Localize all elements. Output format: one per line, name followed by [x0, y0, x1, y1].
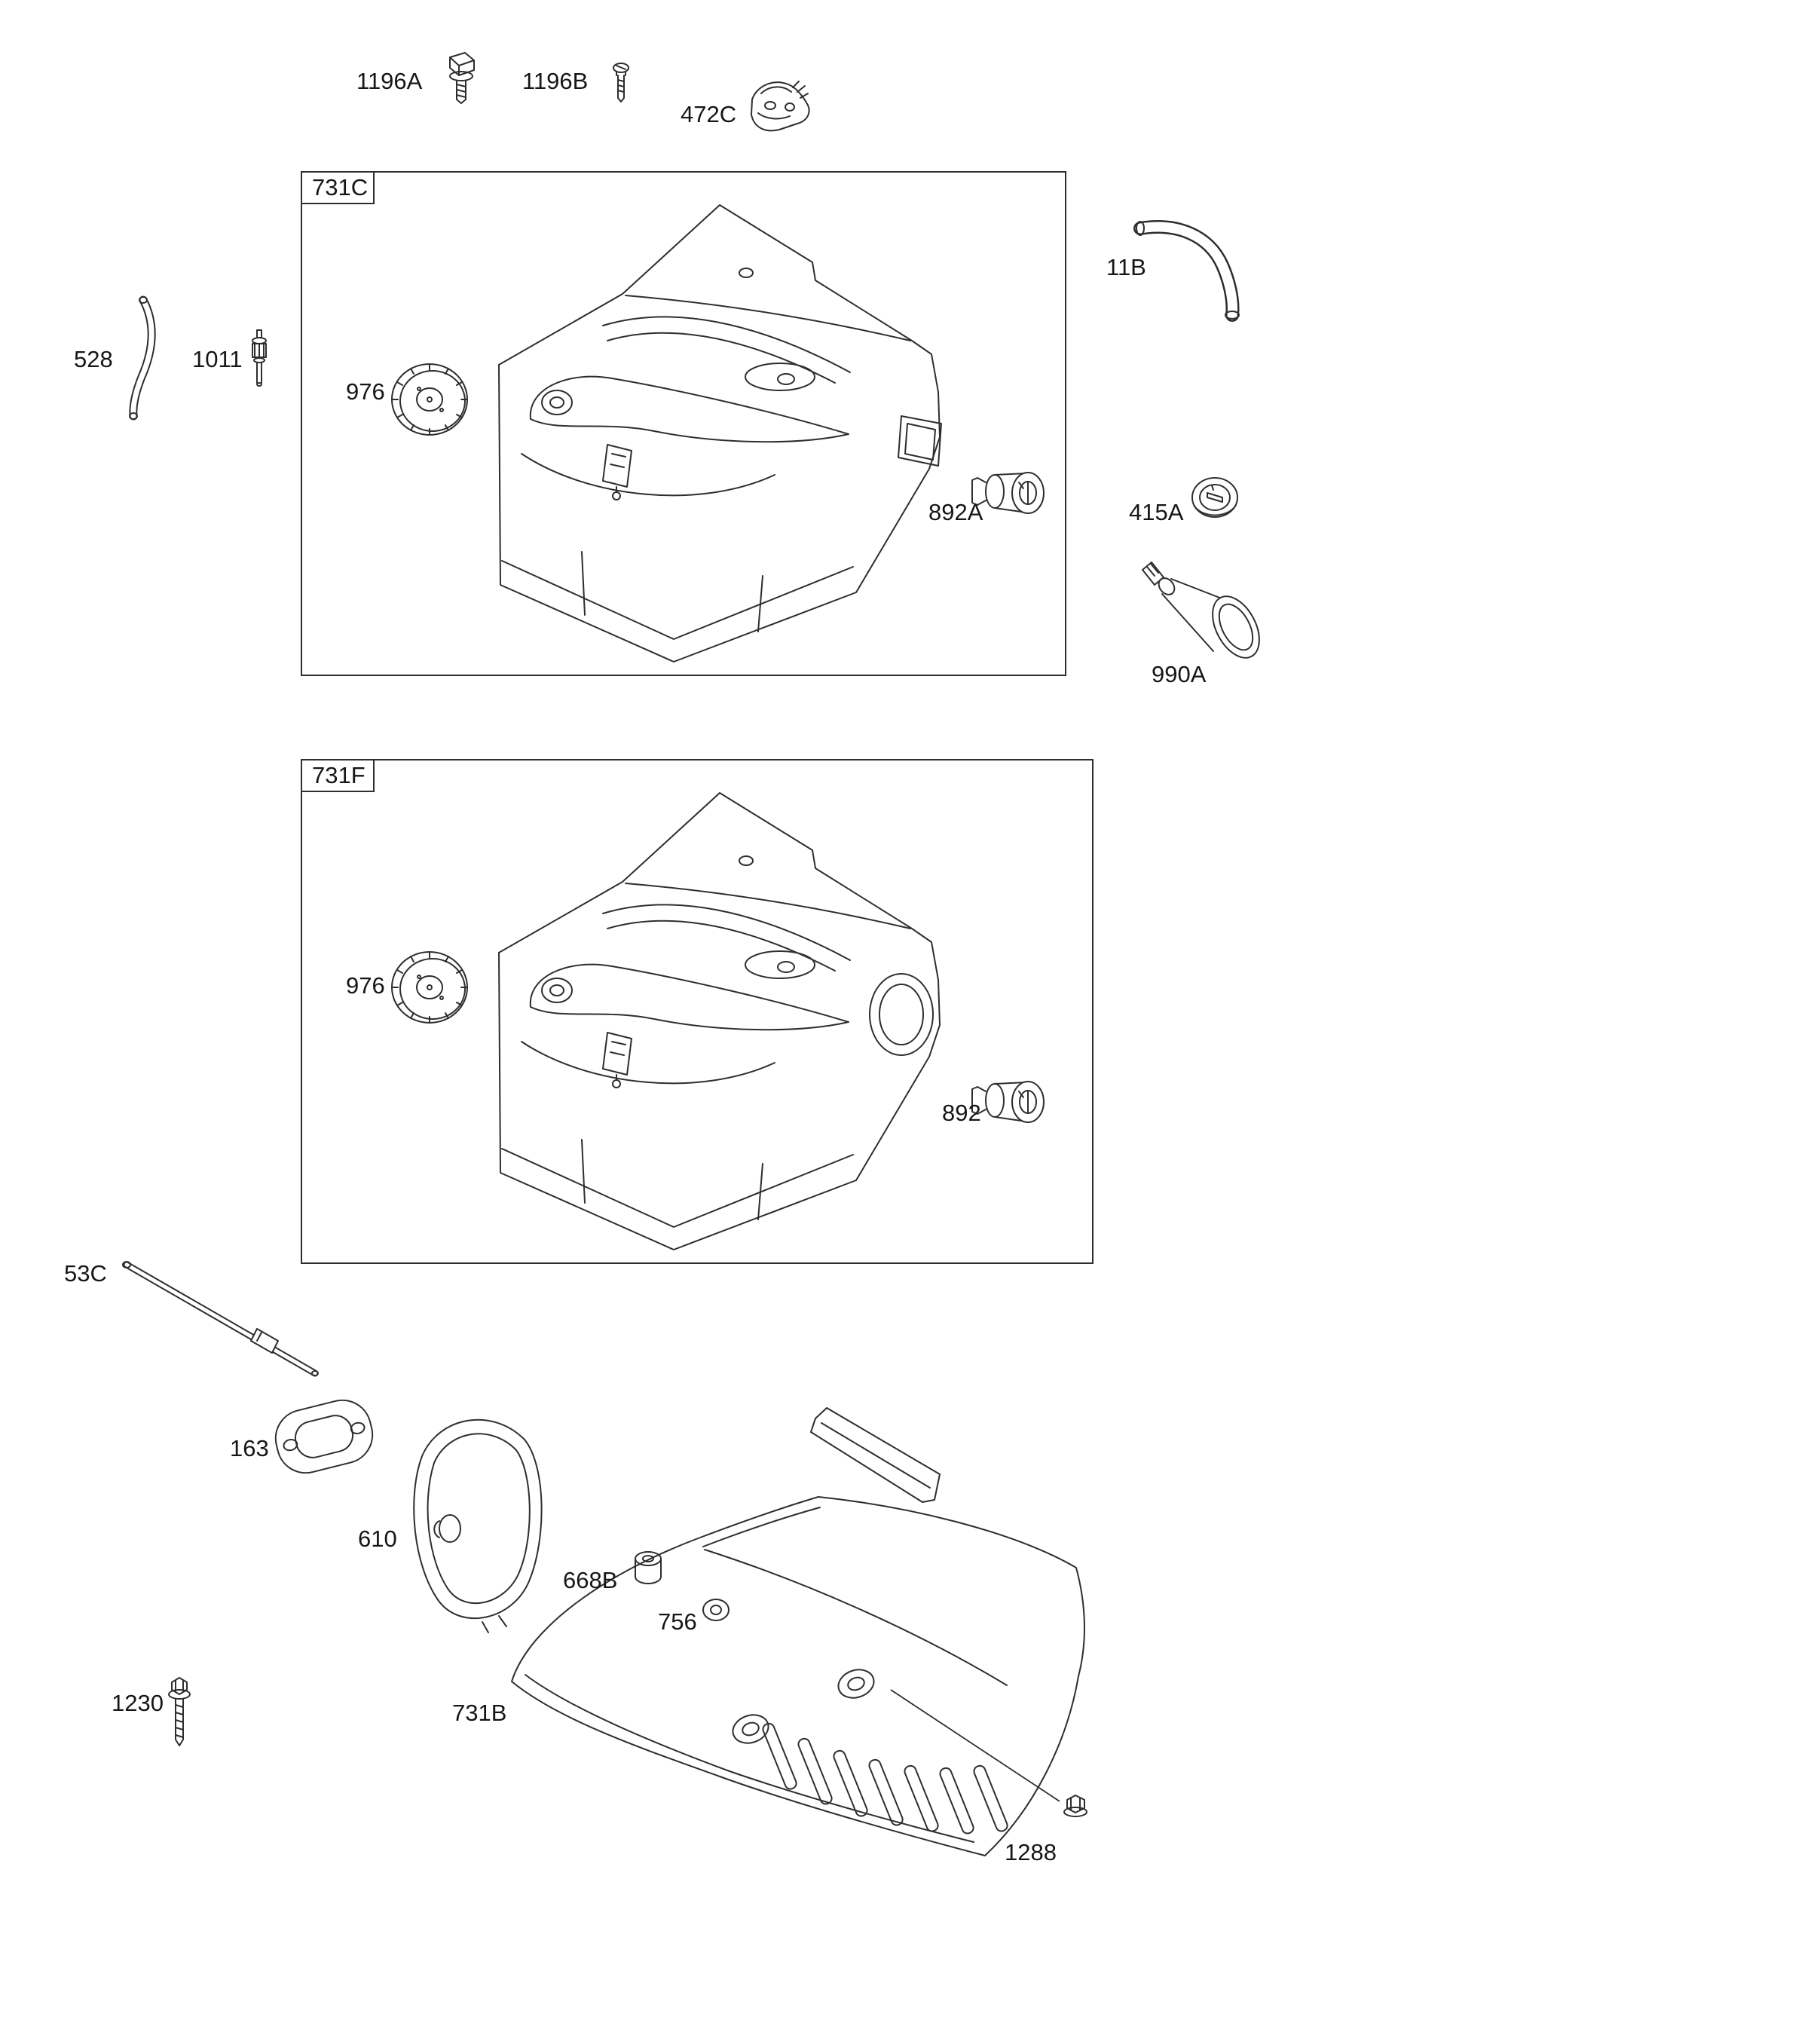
part-heat-shield-610 — [413, 1418, 543, 1633]
part-fuel-line-528 — [129, 295, 156, 421]
part-label-668B: 668B — [563, 1567, 617, 1593]
part-label-756: 756 — [658, 1608, 697, 1635]
part-fuel-cap-976-bottom — [391, 951, 468, 1024]
part-bracket-472C — [751, 81, 810, 132]
part-label-892A: 892A — [928, 499, 983, 525]
part-flange-screw-1196A — [449, 52, 475, 104]
housing-731C-square-opening — [898, 415, 942, 467]
part-label-1196A: 1196A — [356, 68, 423, 94]
part-label-990A: 990A — [1152, 661, 1207, 687]
part-label-610: 610 — [358, 1525, 397, 1552]
part-primer-990A — [1142, 562, 1260, 659]
part-label-1288: 1288 — [1005, 1839, 1057, 1865]
part-label-1196B: 1196B — [522, 68, 588, 94]
housing-731F-round-opening — [869, 973, 934, 1056]
part-nut-1288 — [1063, 1795, 1087, 1817]
part-bolt-1230 — [168, 1677, 191, 1746]
part-label-1230: 1230 — [112, 1690, 164, 1716]
part-fitting-1011 — [252, 329, 267, 387]
part-label-528: 528 — [74, 346, 113, 372]
box-label-731C: 731C — [312, 174, 368, 200]
part-label-976-top: 976 — [346, 378, 385, 405]
part-label-976-bottom: 976 — [346, 972, 385, 999]
part-plug-892 — [971, 1081, 1045, 1123]
box-731F-outline — [301, 759, 1094, 1264]
part-knob-415A — [1191, 477, 1238, 518]
part-label-53C: 53C — [64, 1260, 107, 1287]
part-washer-756 — [702, 1599, 730, 1621]
blower-housing-drawing-731C — [498, 204, 941, 663]
part-hose-11B — [1133, 220, 1240, 322]
part-label-163: 163 — [230, 1435, 269, 1461]
part-muffler-guard-731B — [511, 1407, 1085, 1856]
part-label-472C: 472C — [681, 101, 736, 127]
part-fuel-cap-976-top — [391, 363, 468, 436]
part-spacer-668B — [635, 1551, 662, 1584]
blower-housing-drawing-731F — [498, 792, 941, 1250]
leader-line-1288 — [890, 1689, 1060, 1802]
part-label-892: 892 — [942, 1100, 981, 1126]
part-label-415A: 415A — [1129, 499, 1184, 525]
part-screw-1196B — [613, 63, 629, 103]
box-731F-label-frame — [301, 759, 375, 792]
part-tube-53C — [122, 1261, 319, 1377]
part-label-1011: 1011 — [192, 346, 243, 372]
part-gasket-163 — [274, 1399, 374, 1474]
part-label-731B: 731B — [452, 1700, 506, 1726]
box-731C-label-frame — [301, 171, 375, 204]
box-731C-outline — [301, 171, 1066, 676]
part-label-11B: 11B — [1106, 254, 1146, 280]
box-label-731F: 731F — [312, 762, 366, 788]
